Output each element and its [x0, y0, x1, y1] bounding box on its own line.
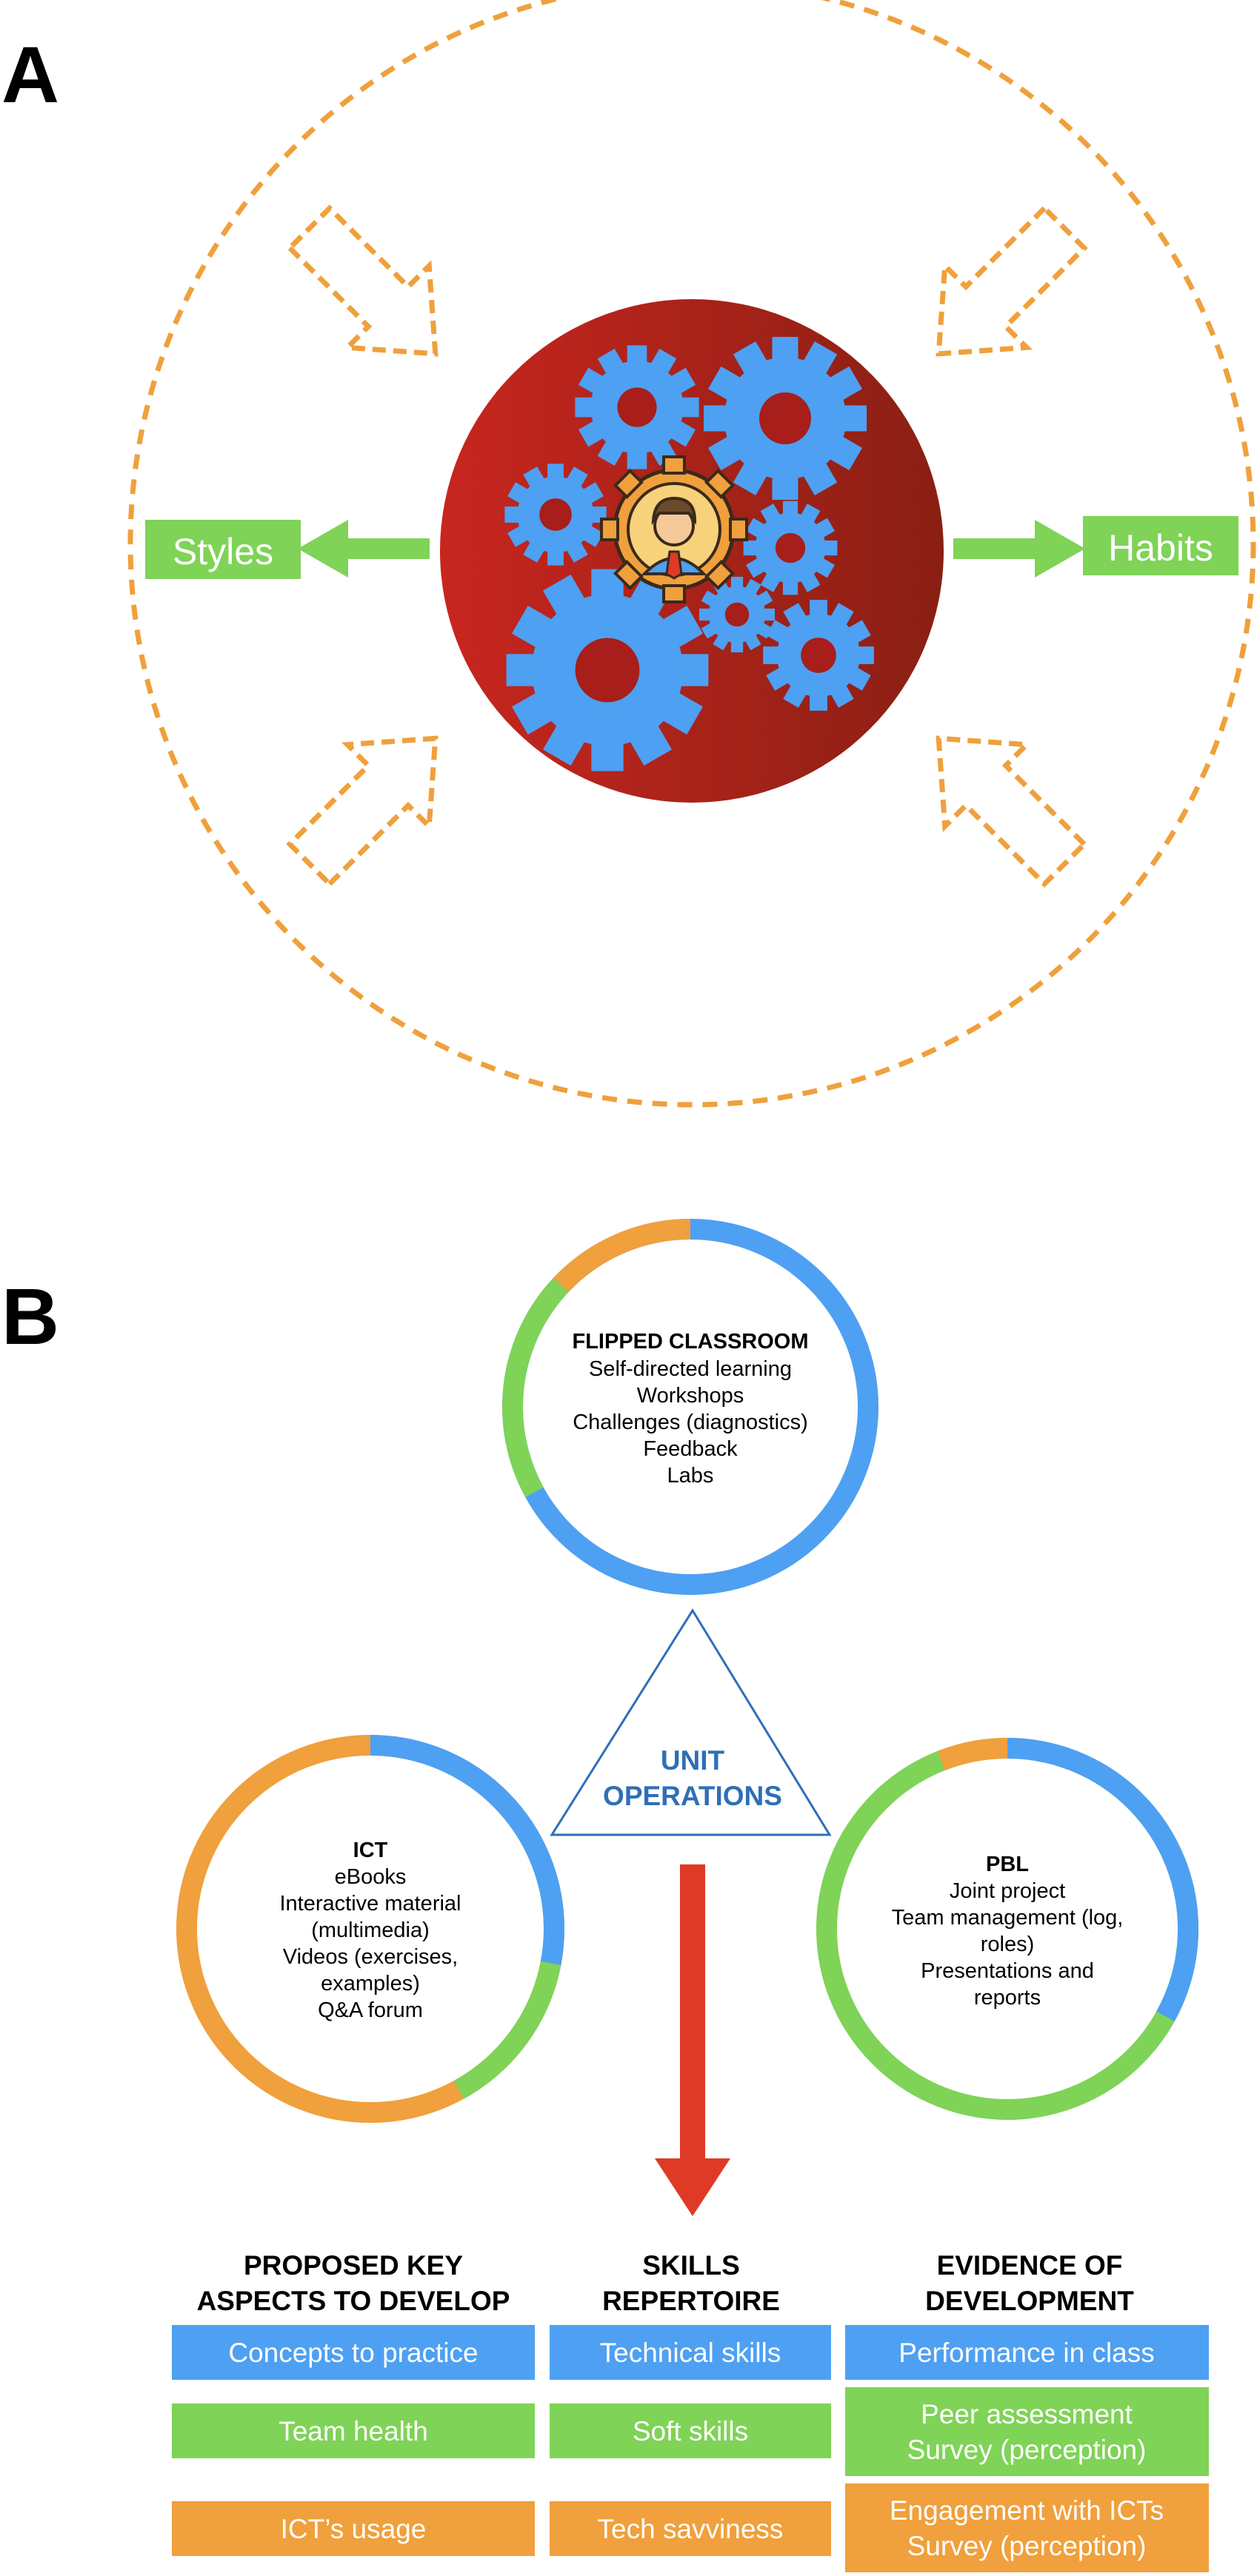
evidence-box-performance: Performance in class	[845, 2325, 1209, 2380]
outward-arrow-icon	[298, 520, 430, 578]
aspect-box-team-health: Team health	[172, 2403, 535, 2458]
ict-item: Videos (exercises,	[283, 1945, 458, 1969]
box-text: Performance in class	[898, 2338, 1154, 2368]
flipped-classroom-ring	[502, 1219, 878, 1595]
aspect-box-ict-usage: ICT’s usage	[172, 2501, 535, 2556]
styles-label-text: Styles	[173, 531, 273, 572]
box-text: Peer assessment	[921, 2399, 1133, 2429]
ict-item: eBooks	[335, 1865, 407, 1889]
skill-box-technical: Technical skills	[550, 2325, 831, 2380]
pbl-item: Joint project	[950, 1879, 1065, 1903]
flipped-classroom-text: FLIPPED CLASSROOM Self-directed learning…	[572, 1330, 808, 1488]
skill-box-tech-savviness: Tech savviness	[550, 2501, 831, 2556]
ict-item: Q&A forum	[318, 1998, 423, 2022]
column-header: EVIDENCE OF	[937, 2250, 1123, 2281]
column-header: REPERTOIRE	[602, 2286, 780, 2316]
inward-arrow-icon	[269, 697, 476, 905]
pbl-item: Team management (log,	[892, 1906, 1124, 1930]
flipped-item: Workshops	[637, 1384, 744, 1408]
box-text: Team health	[279, 2416, 428, 2446]
ict-item: examples)	[321, 1972, 420, 1995]
outer-dashed-circle	[127, 0, 1256, 1108]
pbl-item: roles)	[981, 1933, 1035, 1956]
styles-label: Styles	[145, 520, 301, 579]
flipped-item: Feedback	[643, 1437, 738, 1461]
evidence-box-peer-assessment: Peer assessment Survey (perception)	[845, 2387, 1209, 2476]
teacher-icon	[600, 455, 748, 603]
inward-arrow-icon	[898, 187, 1105, 395]
panel-a-letter: A	[1, 30, 59, 119]
column-header: DEVELOPMENT	[925, 2286, 1134, 2316]
column-header: PROPOSED KEY	[244, 2250, 463, 2281]
habits-label-text: Habits	[1108, 527, 1213, 569]
box-text: Concepts to practice	[228, 2338, 478, 2368]
column-header: ASPECTS TO DEVELOP	[197, 2286, 510, 2316]
box-text: Survey (perception)	[907, 2531, 1147, 2561]
aspect-box-concepts: Concepts to practice	[172, 2325, 535, 2380]
pbl-ring	[816, 1738, 1198, 2120]
skill-box-soft: Soft skills	[550, 2403, 831, 2458]
flipped-title: FLIPPED CLASSROOM	[572, 1330, 808, 1354]
panel-b-letter: B	[1, 1271, 59, 1361]
pbl-text: PBL Joint project Team management (log, …	[892, 1853, 1124, 2010]
outward-arrow-icon	[953, 520, 1085, 578]
inward-arrow-icon	[898, 697, 1105, 905]
column-headers: PROPOSED KEY ASPECTS TO DEVELOP SKILLS R…	[197, 2250, 1135, 2316]
evidence-box-engagement: Engagement with ICTs Survey (perception)	[845, 2483, 1209, 2572]
ict-text: ICT eBooks Interactive material (multime…	[280, 1839, 461, 2022]
box-text: Technical skills	[600, 2338, 781, 2368]
flipped-item: Challenges (diagnostics)	[573, 1411, 808, 1434]
unit-operations-triangle	[550, 1608, 832, 1836]
red-down-arrow-icon	[655, 1864, 730, 2216]
unit-operations-line2: OPERATIONS	[603, 1781, 782, 1811]
ict-title: ICT	[353, 1839, 388, 1862]
ict-item: Interactive material	[280, 1892, 461, 1916]
ict-ring	[176, 1735, 564, 2123]
inward-arrow-icon	[269, 187, 476, 395]
box-text: Engagement with ICTs	[890, 2495, 1164, 2526]
ict-item: (multimedia)	[311, 1918, 430, 1942]
pbl-title: PBL	[986, 1853, 1029, 1876]
box-text: Tech savviness	[598, 2514, 784, 2544]
box-text: Soft skills	[633, 2416, 748, 2446]
flipped-item: Labs	[667, 1464, 714, 1488]
column-header: SKILLS	[642, 2250, 740, 2281]
pbl-item: Presentations and	[921, 1959, 1094, 1983]
habits-label: Habits	[1083, 516, 1238, 575]
pbl-item: reports	[974, 1986, 1041, 2010]
flipped-item: Self-directed learning	[589, 1357, 792, 1381]
unit-operations-line1: UNIT	[661, 1745, 725, 1776]
box-text: ICT’s usage	[281, 2514, 427, 2544]
box-text: Survey (perception)	[907, 2435, 1147, 2465]
